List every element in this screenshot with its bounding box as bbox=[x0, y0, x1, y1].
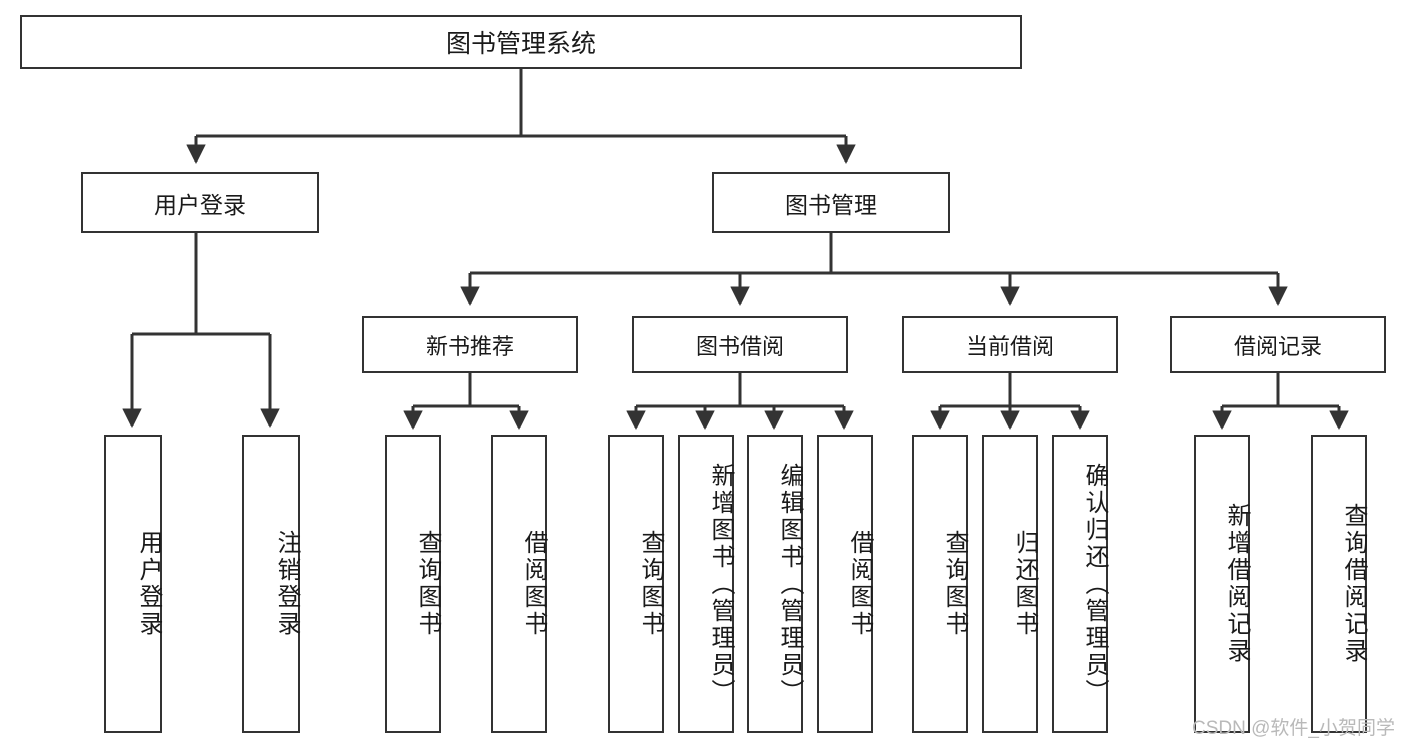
leaf-query-book-1-label: 查询图书 bbox=[414, 530, 441, 638]
node-current-borrow[interactable]: 当前借阅 bbox=[902, 316, 1118, 373]
leaf-borrow-book-2[interactable]: 借阅图书 bbox=[817, 435, 873, 733]
leaf-query-borrow-record-label: 查询借阅记录 bbox=[1340, 503, 1367, 665]
leaf-return-book-label: 归还图书 bbox=[1011, 530, 1038, 638]
node-user-login[interactable]: 用户登录 bbox=[81, 172, 319, 233]
leaf-query-book-2-label: 查询图书 bbox=[637, 530, 664, 638]
leaf-add-book-label: 新增图书（管理员） bbox=[707, 462, 734, 706]
leaf-user-login[interactable]: 用户登录 bbox=[104, 435, 162, 733]
leaf-add-borrow-record[interactable]: 新增借阅记录 bbox=[1194, 435, 1250, 733]
leaf-confirm-return[interactable]: 确认归还（管理员） bbox=[1052, 435, 1108, 733]
node-book-borrow[interactable]: 图书借阅 bbox=[632, 316, 848, 373]
node-borrow-record[interactable]: 借阅记录 bbox=[1170, 316, 1386, 373]
edge-book-borrow-to-leaves bbox=[626, 373, 854, 430]
edge-user-login-to-leaves bbox=[122, 233, 280, 428]
leaf-user-login-label: 用户登录 bbox=[135, 530, 162, 638]
leaf-add-book[interactable]: 新增图书（管理员） bbox=[678, 435, 734, 733]
leaf-query-borrow-record[interactable]: 查询借阅记录 bbox=[1311, 435, 1367, 733]
leaf-confirm-return-label: 确认归还（管理员） bbox=[1081, 462, 1108, 706]
edge-borrow-record-to-leaves bbox=[1212, 373, 1349, 430]
node-root-label: 图书管理系统 bbox=[445, 30, 596, 58]
leaf-return-book[interactable]: 归还图书 bbox=[982, 435, 1038, 733]
edge-root-to-level1 bbox=[186, 69, 856, 164]
leaf-user-logout[interactable]: 注销登录 bbox=[242, 435, 300, 733]
leaf-edit-book-label: 编辑图书（管理员） bbox=[776, 462, 803, 706]
leaf-query-book-1[interactable]: 查询图书 bbox=[385, 435, 441, 733]
leaf-borrow-book-1[interactable]: 借阅图书 bbox=[491, 435, 547, 733]
csdn-watermark: CSDN @软件_小贺同学 bbox=[1192, 718, 1395, 739]
node-current-borrow-label: 当前借阅 bbox=[965, 333, 1054, 359]
leaf-query-book-2[interactable]: 查询图书 bbox=[608, 435, 664, 733]
leaf-query-book-3-label: 查询图书 bbox=[941, 530, 968, 638]
leaf-borrow-book-2-label: 借阅图书 bbox=[846, 530, 873, 638]
edge-new-book-rec-to-leaves bbox=[403, 373, 529, 430]
node-user-login-label: 用户登录 bbox=[154, 191, 246, 218]
leaf-add-borrow-record-label: 新增借阅记录 bbox=[1223, 503, 1250, 665]
leaf-query-book-3[interactable]: 查询图书 bbox=[912, 435, 968, 733]
leaf-edit-book[interactable]: 编辑图书（管理员） bbox=[747, 435, 803, 733]
node-borrow-record-label: 借阅记录 bbox=[1233, 333, 1322, 359]
edge-current-borrow-to-leaves bbox=[930, 373, 1090, 430]
node-book-borrow-label: 图书借阅 bbox=[695, 333, 784, 359]
node-book-management[interactable]: 图书管理 bbox=[712, 172, 950, 233]
node-new-book-recommend[interactable]: 新书推荐 bbox=[362, 316, 578, 373]
node-new-book-recommend-label: 新书推荐 bbox=[425, 333, 514, 359]
leaf-user-logout-label: 注销登录 bbox=[273, 530, 300, 638]
leaf-borrow-book-1-label: 借阅图书 bbox=[520, 530, 547, 638]
node-book-management-label: 图书管理 bbox=[785, 191, 877, 218]
edge-book-mgmt-to-level2 bbox=[460, 233, 1288, 306]
node-root[interactable]: 图书管理系统 bbox=[20, 15, 1022, 69]
